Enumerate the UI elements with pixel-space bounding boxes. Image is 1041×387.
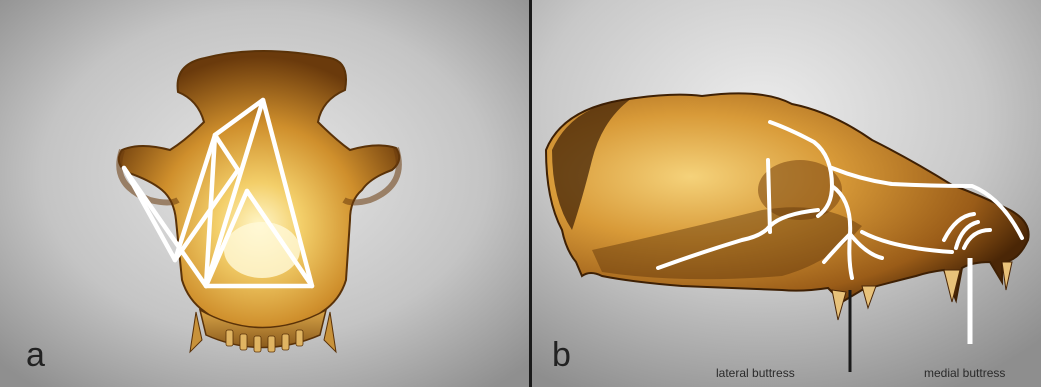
medial-buttress-label: medial buttress [924,366,1005,380]
lateral-buttress-label: lateral buttress [716,366,795,380]
panel-a-image [0,0,530,387]
panel-b-image [532,0,1041,387]
panel-letter-a: a [26,336,45,375]
panel-a: a [0,0,530,387]
panel-b: b lateral buttress medial buttress [532,0,1041,387]
panel-letter-b: b [552,336,571,375]
